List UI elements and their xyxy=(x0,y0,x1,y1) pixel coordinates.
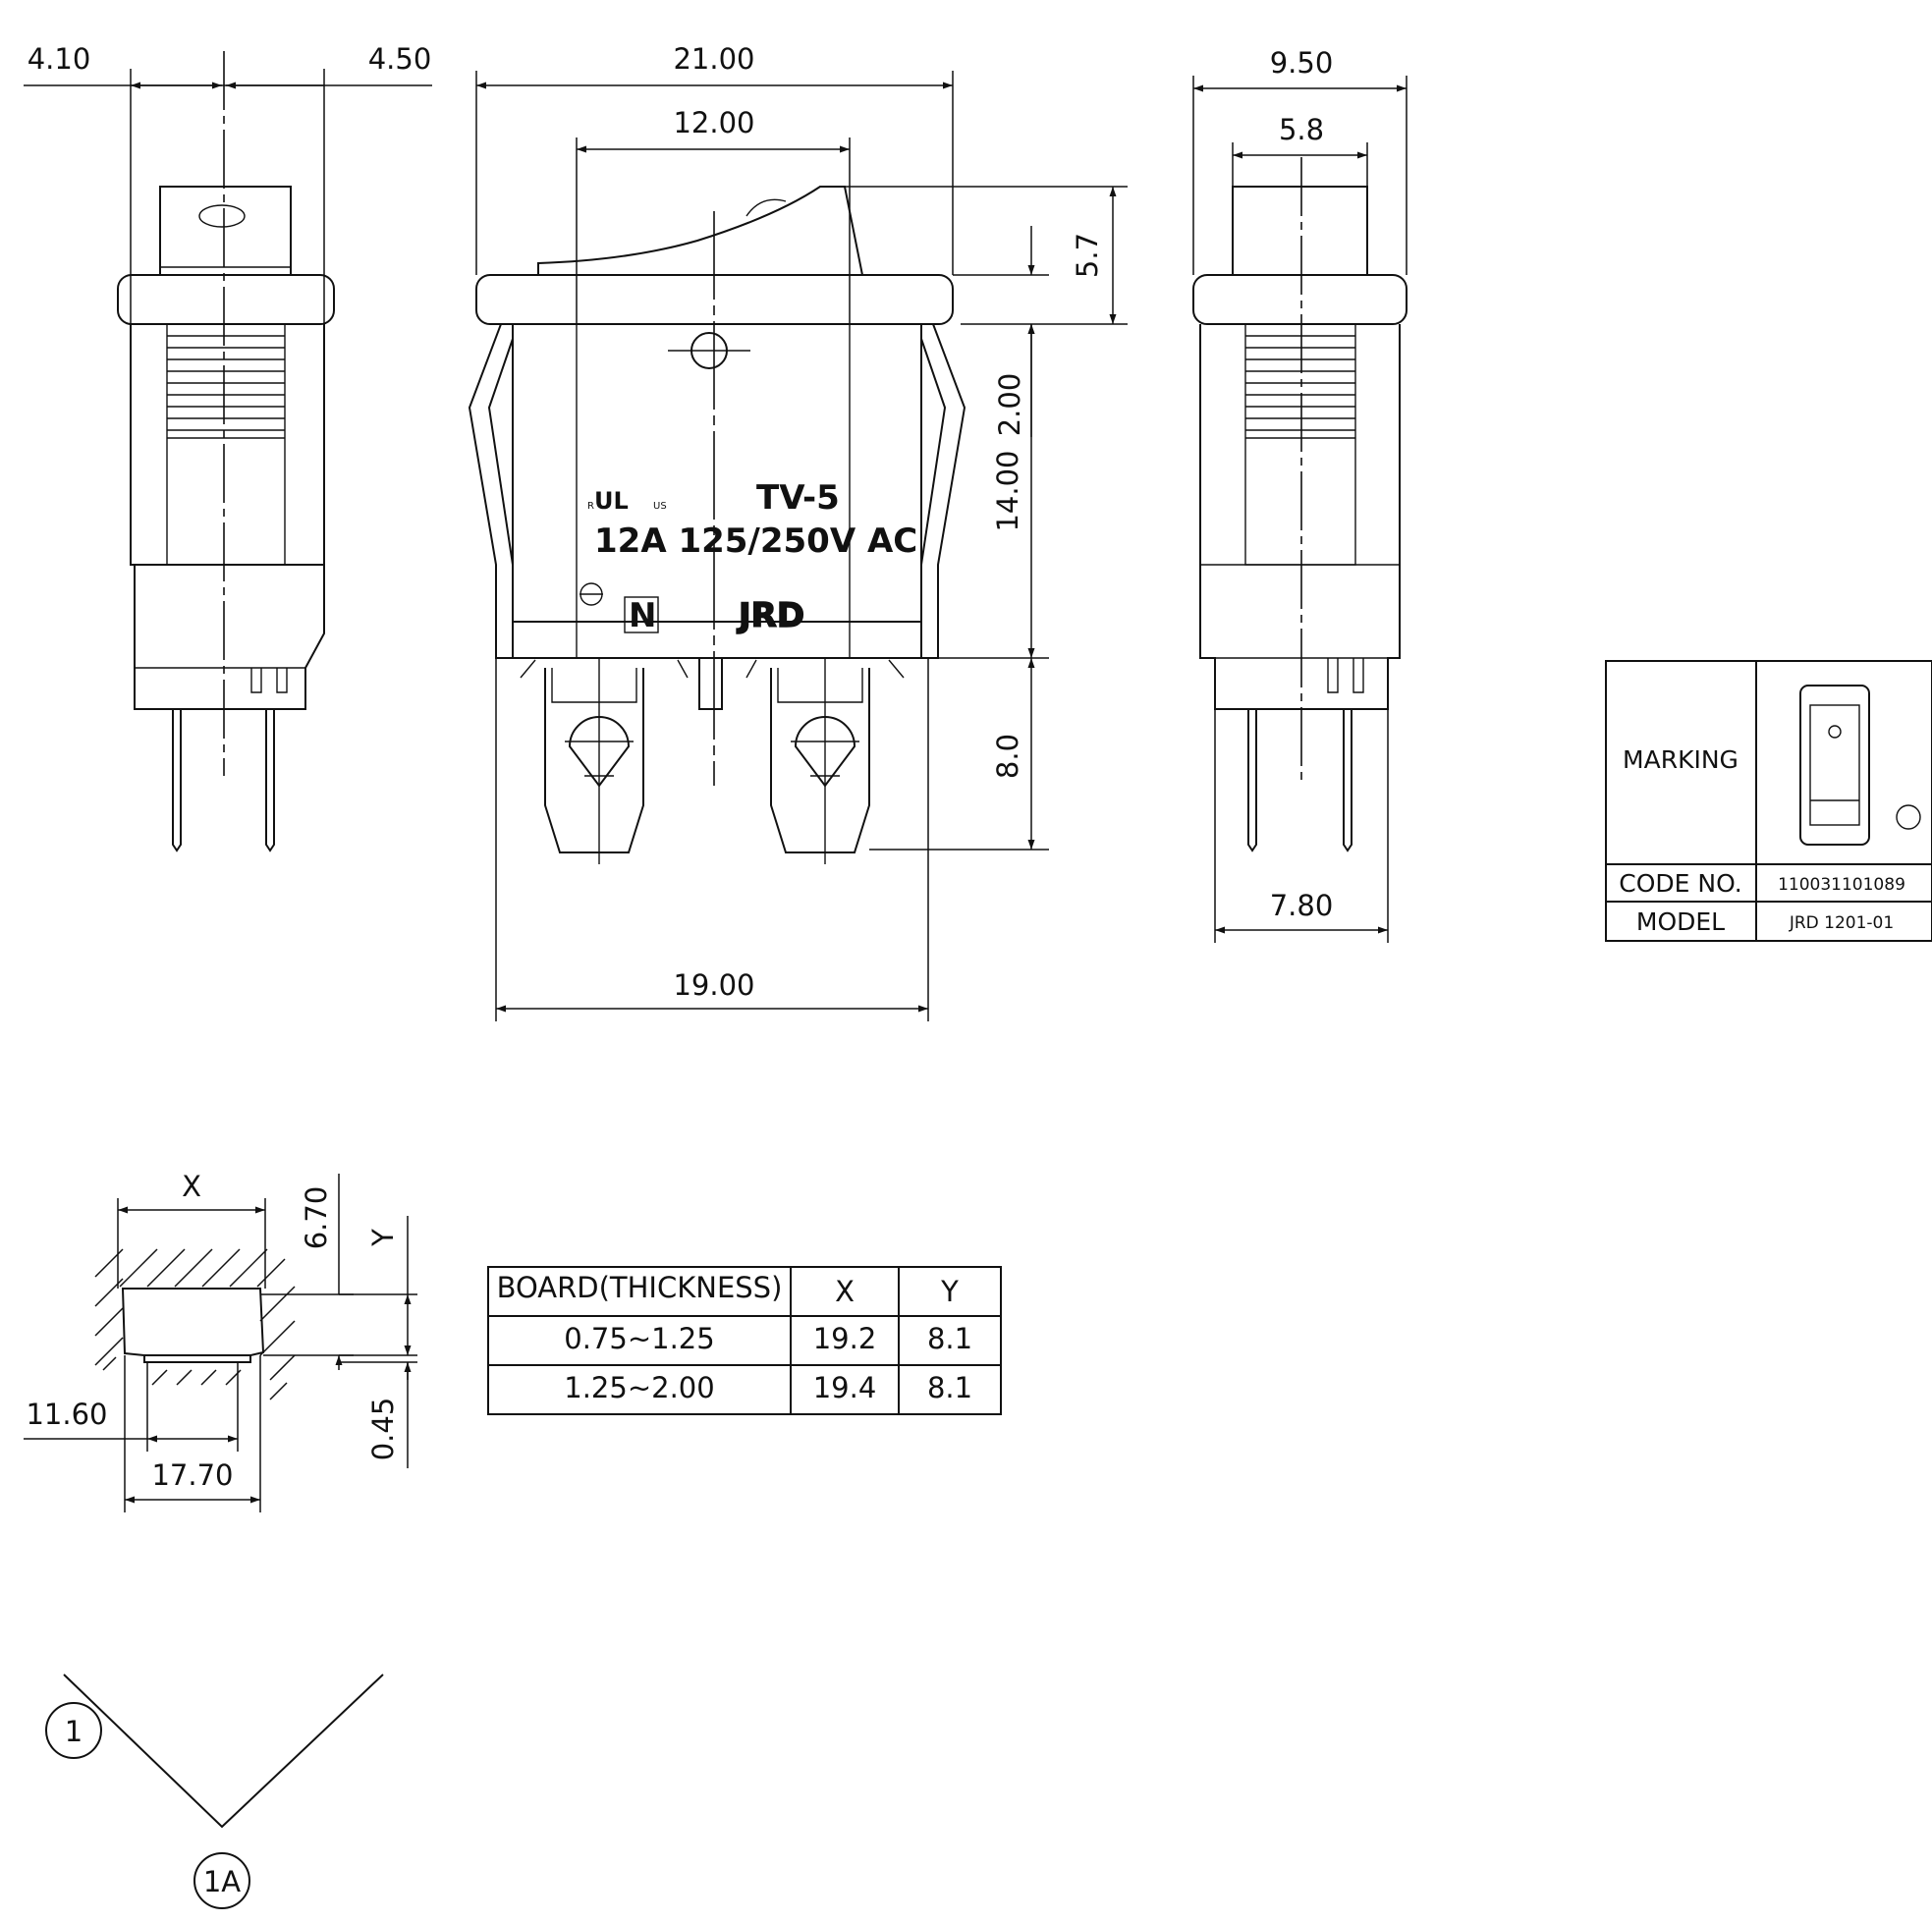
marking-model: TV-5 xyxy=(756,478,840,518)
right-pin-left xyxy=(1247,709,1257,852)
right-bezel xyxy=(1192,274,1408,325)
center-terminal xyxy=(698,658,723,710)
title-block: MARKING CODE NO. 110031101089 MODEL JRD … xyxy=(1605,660,1932,942)
board-thickness-table: BOARD(THICKNESS) X Y 0.75~1.25 19.2 8.1 … xyxy=(487,1266,1002,1415)
terminal-1a-label: 1A xyxy=(203,1865,241,1898)
dim-21-00: 21.00 xyxy=(673,42,754,76)
right-pin-right xyxy=(1343,709,1352,852)
marking-brand: JRD xyxy=(737,596,804,635)
table-cell: 8.1 xyxy=(927,1322,972,1355)
table-cell: 1.25~2.00 xyxy=(564,1371,714,1404)
rocker-switch-icon xyxy=(1799,685,1921,846)
dim-x: X xyxy=(182,1170,201,1203)
code-label: CODE NO. xyxy=(1619,869,1741,898)
front-housing xyxy=(512,324,922,659)
table-header-y: Y xyxy=(940,1275,959,1308)
snap-clip-right xyxy=(921,323,966,659)
right-actuator xyxy=(1232,186,1368,276)
dim-5-7: 5.7 xyxy=(1071,233,1104,278)
left-side-view: 4.10 4.50 xyxy=(24,42,432,852)
table-cell: 8.1 xyxy=(927,1371,972,1404)
marking-rating: 12A 125/250V AC xyxy=(594,522,917,561)
right-side-view: 9.50 5.8 7.80 xyxy=(1192,46,1408,943)
code-value: 110031101089 xyxy=(1778,875,1905,895)
actuator-slot xyxy=(198,204,246,228)
terminal-1-label: 1 xyxy=(65,1715,83,1748)
table-cell: 0.75~1.25 xyxy=(564,1322,714,1355)
table-cell: 19.2 xyxy=(813,1322,877,1355)
terminal-1a-circle xyxy=(193,1852,250,1909)
circuit-symbol: 1 1A xyxy=(45,1674,384,1909)
dim-0-45: 0.45 xyxy=(366,1398,400,1461)
actuator-top xyxy=(159,186,292,276)
dim-14-00: 14.00 xyxy=(991,450,1024,531)
dim-y: Y xyxy=(366,1229,400,1247)
terminal-pin-left xyxy=(172,709,182,852)
housing-outline xyxy=(130,324,325,710)
terminal-pin-right xyxy=(265,709,275,852)
rocker-actuator xyxy=(537,186,864,276)
dim-7-80: 7.80 xyxy=(1270,889,1334,922)
dim-4-10: 4.10 xyxy=(28,42,91,76)
model-value: JRD 1201-01 xyxy=(1789,913,1894,933)
dim-12-00: 12.00 xyxy=(673,106,754,139)
svg-text:R: R xyxy=(587,501,594,512)
dim-9-50: 9.50 xyxy=(1270,46,1334,80)
switch-contact-lines xyxy=(63,1674,384,1829)
dim-2-00: 2.00 xyxy=(993,373,1026,437)
table-header-x: X xyxy=(835,1275,855,1308)
dim-17-70: 17.70 xyxy=(151,1458,233,1492)
dim-8-0: 8.0 xyxy=(991,734,1024,779)
table-cell: 19.4 xyxy=(813,1371,877,1404)
terminal-left xyxy=(544,668,644,853)
ul-mark: UL R US xyxy=(587,487,667,515)
marking-n: N xyxy=(629,596,656,635)
marking-label: MARKING xyxy=(1623,745,1739,774)
cutout-opening xyxy=(121,1288,265,1363)
terminal-1-circle xyxy=(45,1702,102,1759)
svg-text:UL: UL xyxy=(594,487,629,515)
right-housing xyxy=(1199,324,1401,710)
dim-4-50: 4.50 xyxy=(368,42,432,76)
side-ribs xyxy=(167,335,285,439)
dim-6-70: 6.70 xyxy=(300,1186,333,1250)
right-side-ribs xyxy=(1245,335,1355,439)
panel-cutout: X 6.70 Y 0.45 11.60 17.70 xyxy=(24,1170,417,1512)
terminal-right xyxy=(770,668,870,853)
bezel xyxy=(117,274,335,325)
table-header-board: BOARD(THICKNESS) xyxy=(497,1271,783,1304)
front-view: UL R US TV-5 12A 125/250V AC N JRD 21.00 xyxy=(468,42,1128,1021)
marking-circle-icon xyxy=(1896,804,1921,830)
dim-11-60: 11.60 xyxy=(26,1398,107,1431)
dim-19-00: 19.00 xyxy=(673,968,754,1002)
model-label: MODEL xyxy=(1636,907,1725,936)
dim-5-8: 5.8 xyxy=(1279,113,1324,146)
svg-text:US: US xyxy=(653,501,667,512)
snap-clip-left xyxy=(468,323,513,659)
